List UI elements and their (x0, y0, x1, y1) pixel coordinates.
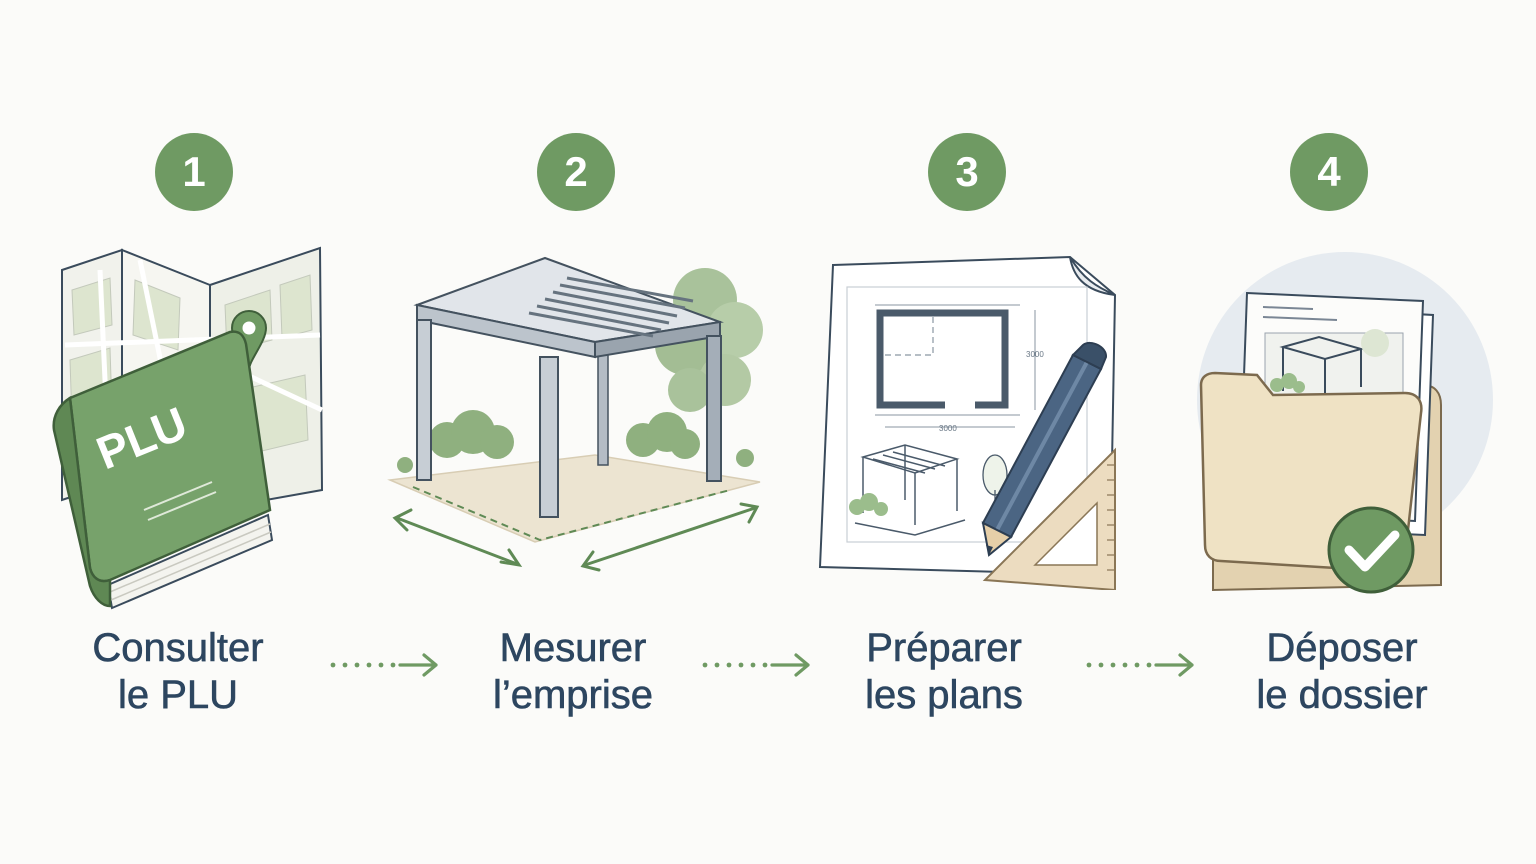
step-1-label-line2: le PLU (117, 673, 239, 718)
plan-height-dimension: 3000 (1026, 350, 1044, 359)
pergola-icon (387, 256, 763, 572)
step-1-badge: 1 (155, 133, 233, 211)
blueprint-pencil-icon: 3000 3000 (818, 255, 1117, 590)
step-4-label: Déposer le dossier (1192, 625, 1492, 719)
connector-1-2-arrow-icon (330, 653, 438, 677)
blueprint-icon: 3000 3000 (818, 255, 1117, 577)
step-3-label-line2: les plans (865, 673, 1023, 718)
step-3-label-line1: Préparer (866, 626, 1022, 671)
pencil-icon (981, 341, 1107, 557)
connector-2-3-arrow-icon (702, 653, 810, 677)
tree-icon (982, 454, 1008, 513)
folder-check-icon (1197, 252, 1493, 594)
book-icon: PLU (52, 330, 274, 610)
step-1-label-line1: Consulter (92, 626, 264, 671)
step-1-label: Consulter le PLU (28, 625, 328, 719)
step-4-label-line2: le dossier (1256, 673, 1428, 718)
map-and-book-icon: PLU (52, 246, 324, 610)
check-icon (1327, 506, 1415, 594)
connector-3-4-arrow-icon (1086, 653, 1194, 677)
step-2-label-line1: Mesurer (499, 626, 647, 671)
step-2-label: Mesurer l’emprise (423, 625, 723, 719)
shrub-icon (397, 410, 754, 473)
step-4-label-line1: Déposer (1266, 626, 1418, 671)
set-square-icon (982, 447, 1116, 590)
step-2-label-line2: l’emprise (492, 673, 654, 718)
step-2-badge: 2 (537, 133, 615, 211)
step-3-badge: 3 (928, 133, 1006, 211)
shrub-icon (849, 493, 888, 516)
step-4-badge: 4 (1290, 133, 1368, 211)
plan-width-dimension: 3000 (939, 424, 957, 433)
step-3-label: Préparer les plans (794, 625, 1094, 719)
